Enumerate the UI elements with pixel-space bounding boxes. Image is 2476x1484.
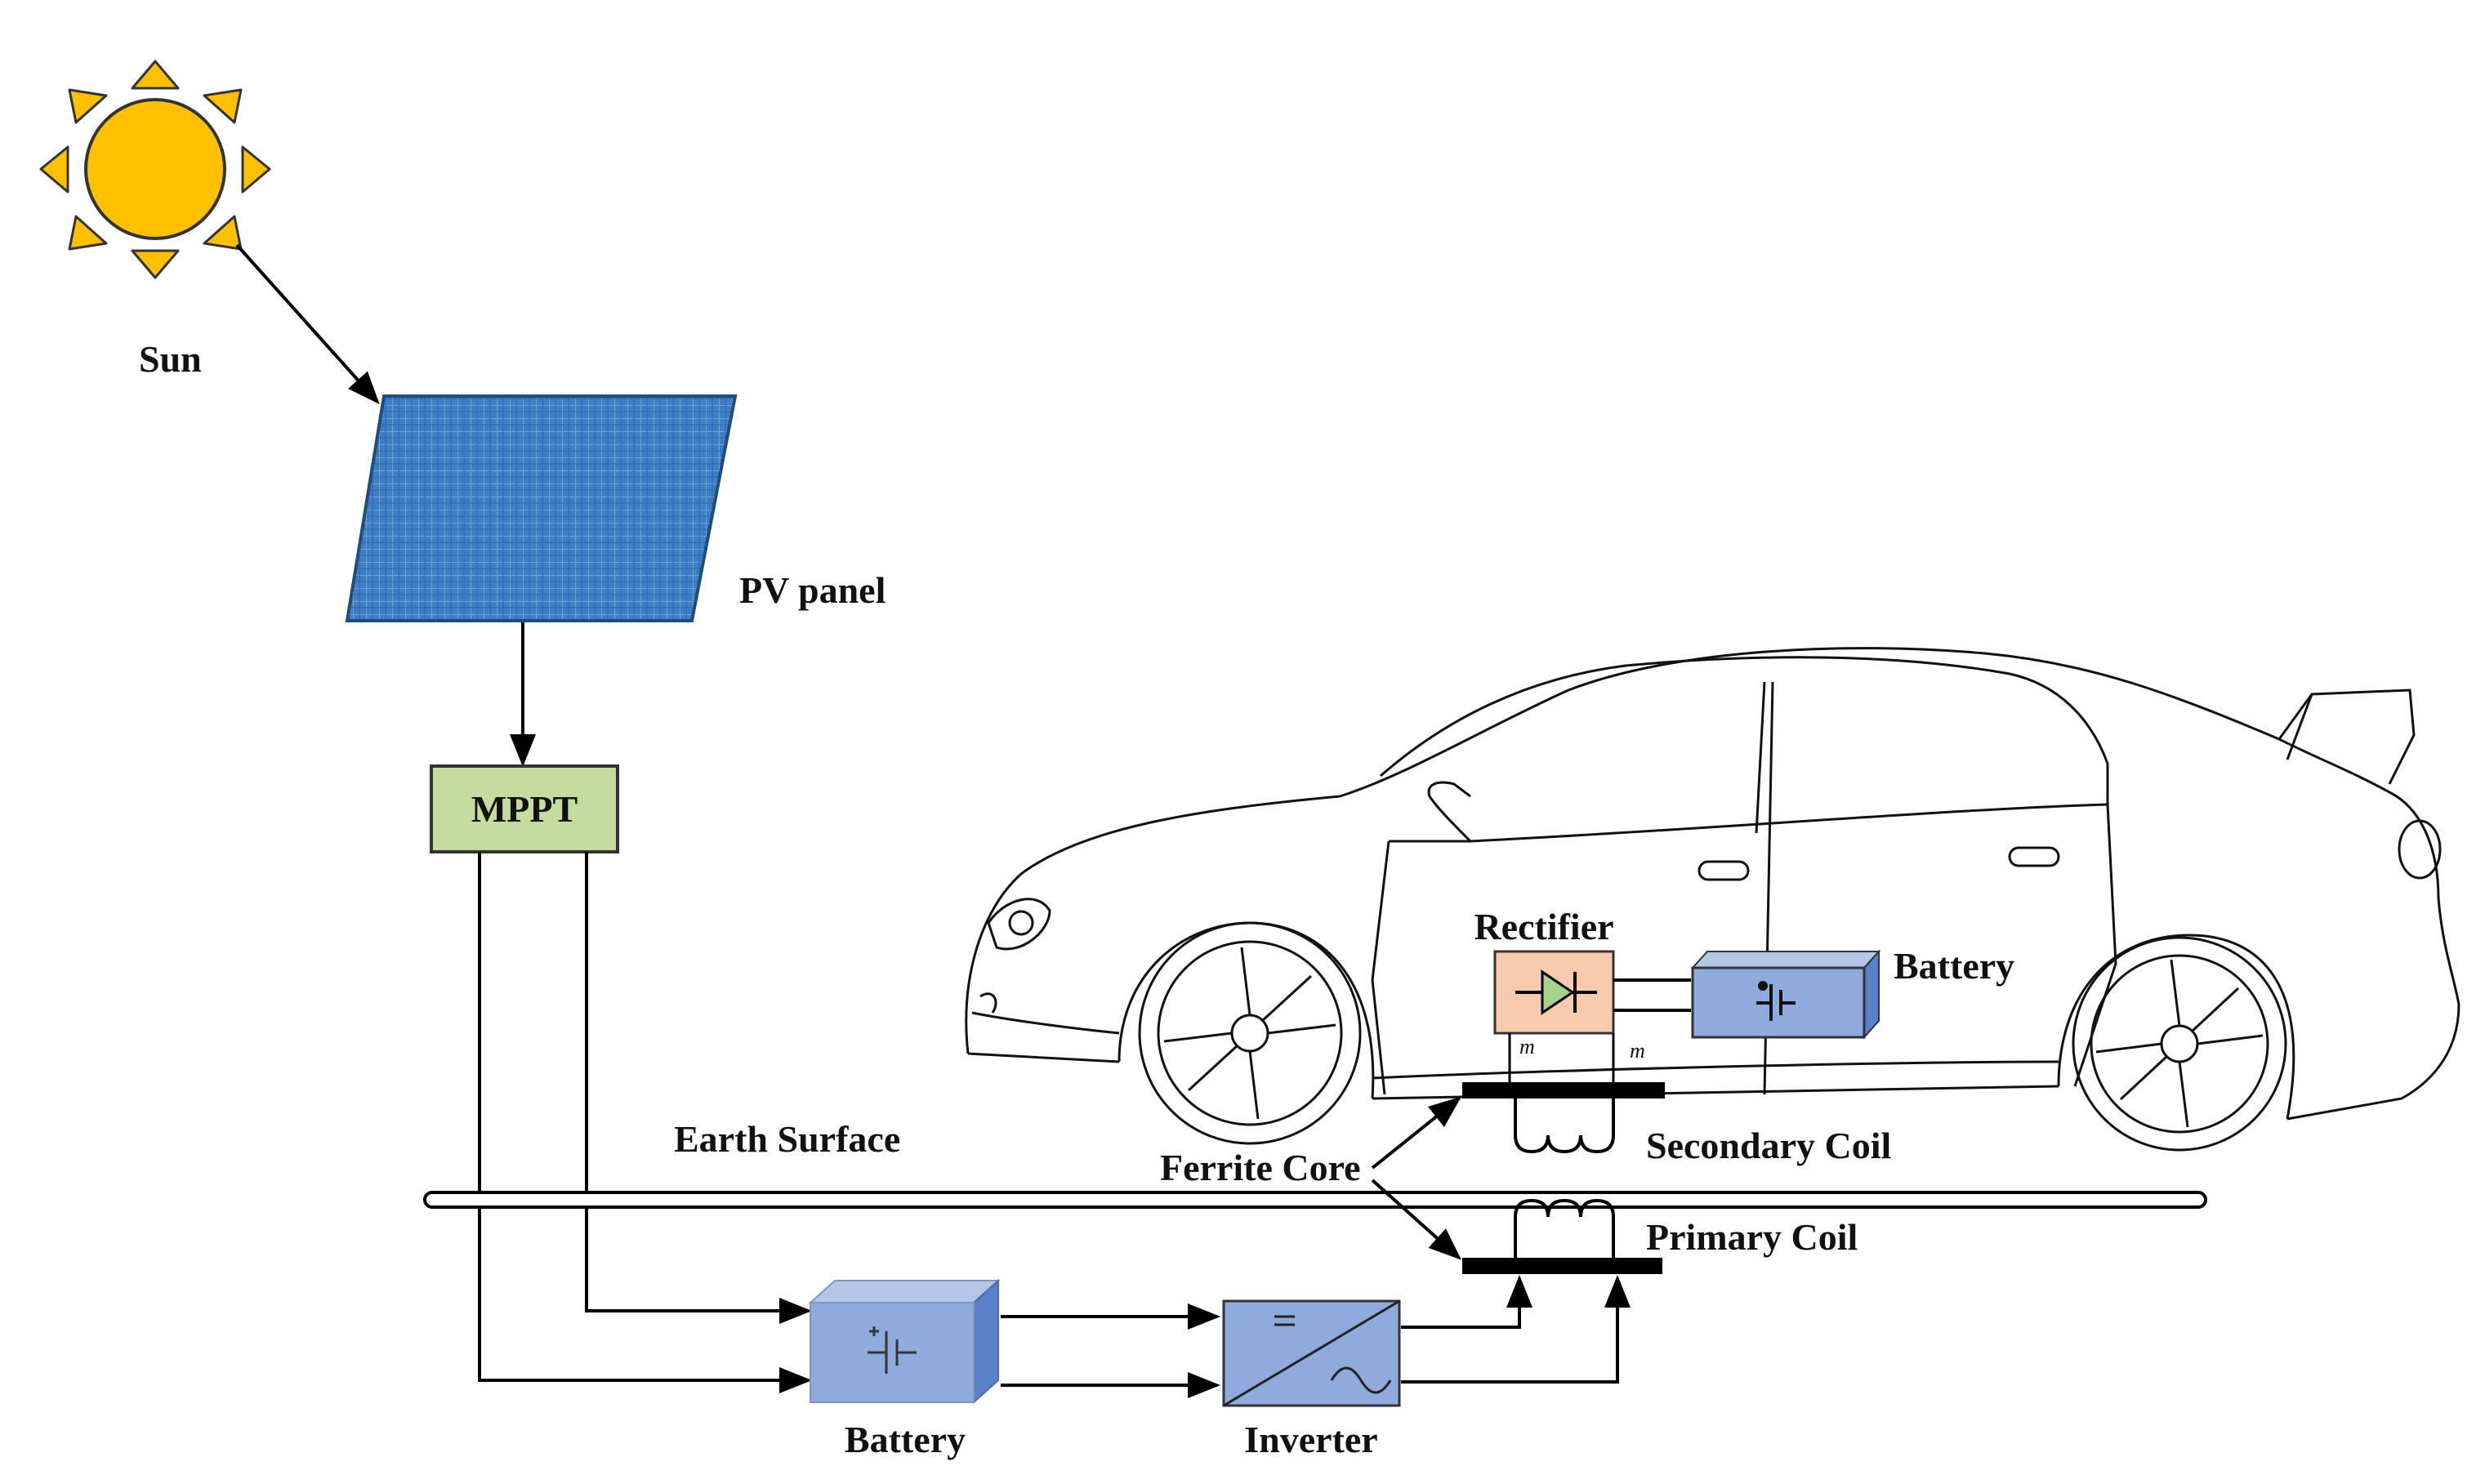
inverter-label: Inverter	[1244, 1419, 1377, 1460]
mppt-to-battery-wire-2	[478, 852, 812, 1393]
rear-wheel	[2072, 936, 2287, 1152]
mppt-box	[430, 764, 619, 853]
earth-surface-line	[423, 1191, 2207, 1209]
coil-winding-icon	[1514, 1198, 1615, 1258]
battery-symbol-icon	[868, 1326, 917, 1374]
ferrite-core-label: Ferrite Core	[1160, 1147, 1361, 1188]
primary-coil-label: Primary Coil	[1646, 1216, 1858, 1258]
front-wheel	[1138, 921, 1362, 1145]
ground-battery	[808, 1278, 1001, 1405]
inverter-to-primary-wire-2	[1401, 1275, 1631, 1384]
car-outline-icon	[965, 647, 2460, 1121]
secondary-ferrite-core	[1462, 1082, 1665, 1099]
coil-winding-icon	[1514, 1099, 1615, 1154]
ferrite-core-pointer-up	[1371, 1096, 1462, 1170]
diode-symbol-icon	[1515, 969, 1597, 1015]
car-battery	[1690, 949, 1881, 1040]
primary-coil	[1462, 1198, 1662, 1274]
solar-panel-icon	[345, 394, 738, 622]
m-label-right: m	[1630, 1039, 1645, 1063]
secondary-coil-label: Secondary Coil	[1646, 1125, 1891, 1166]
primary-ferrite-core	[1462, 1258, 1662, 1274]
pv-panel-label: PV panel	[739, 569, 886, 611]
mppt-label: MPPT	[471, 788, 578, 830]
sunlight-arrow	[235, 243, 380, 404]
car-battery-label: Battery	[1894, 945, 2014, 987]
earth-surface-label: Earth Surface	[674, 1118, 900, 1160]
dc-ac-symbol-icon	[1223, 1299, 1400, 1407]
mppt-to-battery-wire-1	[585, 852, 812, 1324]
ground-battery-label: Battery	[845, 1419, 966, 1460]
secondary-coil	[1462, 1082, 1665, 1154]
battery-symbol-icon	[1756, 981, 1796, 1021]
inverter-to-primary-wire-1	[1401, 1275, 1532, 1329]
inverter-box	[1222, 1299, 1401, 1407]
sun-icon	[39, 60, 271, 279]
ferrite-core-pointer-down	[1371, 1179, 1461, 1260]
sun-label: Sun	[139, 338, 202, 380]
rectifier-label: Rectifier	[1474, 906, 1613, 947]
m-label-left: m	[1519, 1035, 1535, 1058]
